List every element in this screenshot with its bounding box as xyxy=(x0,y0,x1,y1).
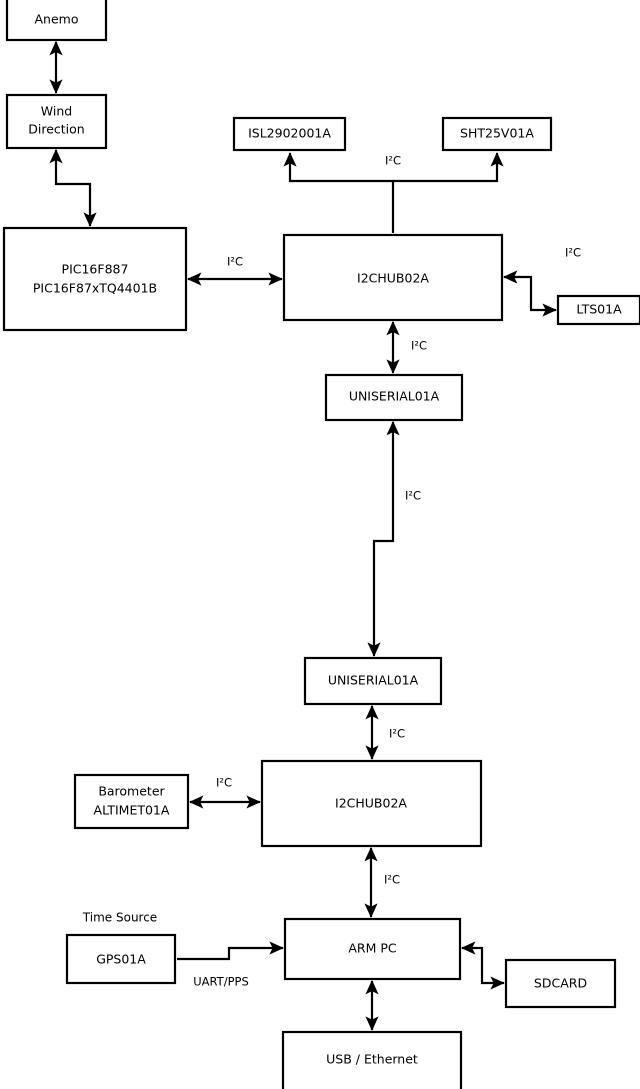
node-i2chub02a-bottom-box[interactable] xyxy=(260,759,483,848)
node-i2chub02a-top[interactable]: I2CHUB02A xyxy=(282,233,504,322)
node-wind-direction-label-line1: Wind xyxy=(41,104,72,119)
edge-label-i2c-uniserial-hub: I²C xyxy=(389,727,405,741)
edge-label-i2c-hub-uniserial: I²C xyxy=(411,339,427,353)
edge-label-i2c-pic-hub: I²C xyxy=(227,255,243,269)
connector-line xyxy=(367,420,400,657)
node-barometer-altimet01a-box[interactable] xyxy=(73,773,190,830)
node-pic-label-line2: PIC16F87xTQ4401B xyxy=(33,281,157,296)
node-i2chub02a-bottom[interactable]: I2CHUB02A xyxy=(260,759,483,848)
node-lts01a-label: LTS01A xyxy=(576,302,622,317)
node-sht25v01a-label: SHT25V01A xyxy=(460,126,534,141)
node-sht25v01a[interactable]: SHT25V01A xyxy=(441,116,553,152)
node-barometer-label-line1: Barometer xyxy=(98,784,165,799)
node-gps01a-box[interactable] xyxy=(65,933,177,985)
edge-label-uart-pps: UART/PPS xyxy=(193,975,249,989)
connector-armpc-sdcard xyxy=(460,941,505,990)
connector-pic-hub-top: I²C xyxy=(186,255,283,286)
node-sht25v01a-box[interactable] xyxy=(441,116,553,152)
node-isl2902001a[interactable]: ISL2902001A xyxy=(232,116,347,152)
node-wind-direction-label-line2: Direction xyxy=(28,122,84,137)
connector-hub-top-sensors: I²C xyxy=(283,152,504,233)
node-anemo[interactable]: Anemo xyxy=(5,0,108,42)
edge-label-i2c-barometer-hub: I²C xyxy=(216,776,232,790)
node-i2chub02a-top-box[interactable] xyxy=(282,233,504,322)
connector-wind-pic xyxy=(49,148,97,227)
connector-gps-armpc: UART/PPS xyxy=(177,941,284,989)
node-uniserial01a-bottom-box[interactable] xyxy=(303,656,443,706)
connector-line-sht xyxy=(393,152,504,183)
node-anemo-label: Anemo xyxy=(35,12,79,27)
node-uniserial01a-top-box[interactable] xyxy=(324,373,464,422)
node-sdcard[interactable]: SDCARD xyxy=(504,958,617,1009)
connector-uniserial-bot-hub-bot: I²C xyxy=(365,704,405,760)
node-uniserial01a-bottom-label: UNISERIAL01A xyxy=(328,673,419,688)
node-lts01a[interactable]: LTS01A xyxy=(556,294,640,326)
connector-line-isl xyxy=(283,152,395,233)
node-isl2902001a-label: ISL2902001A xyxy=(248,126,331,141)
node-sdcard-box[interactable] xyxy=(504,958,617,1009)
node-isl2902001a-box[interactable] xyxy=(232,116,347,152)
edge-label-i2c-hub-lts: I²C xyxy=(565,246,581,260)
node-pic-microcontroller-box[interactable] xyxy=(2,226,188,332)
label-time-source: Time Source xyxy=(82,911,157,925)
node-arm-pc[interactable]: ARM PC xyxy=(283,917,462,981)
node-pic-label-line1: PIC16F887 xyxy=(62,262,129,277)
node-arm-pc-box[interactable] xyxy=(283,917,462,981)
connector-line xyxy=(49,148,97,227)
node-anemo-box[interactable] xyxy=(5,0,108,42)
node-usb-ethernet-box[interactable] xyxy=(281,1030,463,1089)
node-usb-ethernet-label: USB / Ethernet xyxy=(326,1052,418,1067)
connector-hub-top-uniserial-top: I²C xyxy=(386,320,427,374)
node-i2chub02a-top-label: I2CHUB02A xyxy=(357,271,429,286)
node-barometer-altimet01a[interactable]: Barometer ALTIMET01A xyxy=(73,773,190,830)
edge-label-i2c-uniserial-link: I²C xyxy=(405,489,421,503)
node-usb-ethernet[interactable]: USB / Ethernet xyxy=(281,1030,463,1089)
node-uniserial01a-bottom[interactable]: UNISERIAL01A xyxy=(303,656,443,706)
node-gps01a[interactable]: GPS01A xyxy=(65,933,177,985)
edge-label-i2c-hub-armpc: I²C xyxy=(384,873,400,887)
node-barometer-label-line2: ALTIMET01A xyxy=(94,803,170,818)
node-lts01a-box[interactable] xyxy=(556,294,640,326)
connector-line xyxy=(502,270,557,317)
node-pic-microcontroller[interactable]: PIC16F887 PIC16F87xTQ4401B xyxy=(2,226,188,332)
connector-hub-bot-armpc: I²C xyxy=(364,846,400,918)
node-wind-direction[interactable]: Wind Direction xyxy=(5,93,108,150)
node-arm-pc-label: ARM PC xyxy=(348,941,397,956)
connector-barometer-hub-bot: I²C xyxy=(188,776,261,809)
node-sdcard-label: SDCARD xyxy=(534,976,587,991)
connector-line xyxy=(460,941,505,990)
node-i2chub02a-bottom-label: I2CHUB02A xyxy=(335,796,407,811)
node-wind-direction-box[interactable] xyxy=(5,93,108,150)
node-gps01a-label: GPS01A xyxy=(96,952,146,967)
node-uniserial01a-top-label: UNISERIAL01A xyxy=(349,389,440,404)
connector-line xyxy=(177,941,284,961)
node-uniserial01a-top[interactable]: UNISERIAL01A xyxy=(324,373,464,422)
connector-hub-top-lts: I²C xyxy=(502,246,581,317)
connector-uniserial-uniserial: I²C xyxy=(367,420,421,657)
edge-label-i2c-sensors-top: I²C xyxy=(385,154,401,168)
